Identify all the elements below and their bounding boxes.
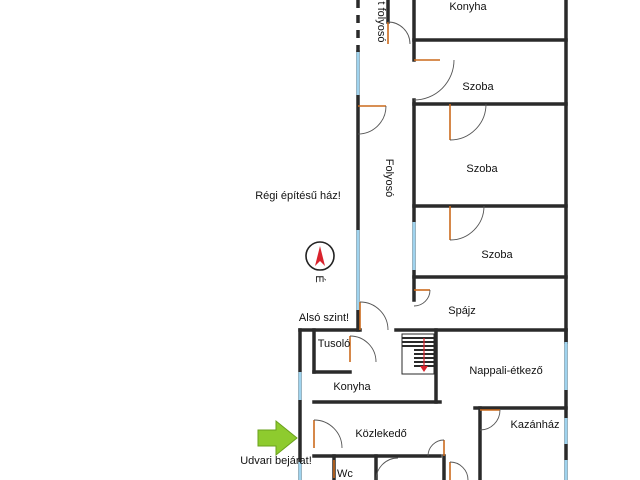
label-corridor: Folyosó — [383, 159, 395, 198]
doors — [313, 21, 501, 480]
label-room-2: Szoba — [466, 163, 498, 175]
label-room-3: Szoba — [481, 249, 513, 261]
green-arrow-icon — [257, 419, 298, 457]
walls — [298, 0, 568, 480]
label-living: Nappali-étkező — [469, 365, 542, 377]
windows — [298, 52, 568, 480]
stairs — [401, 333, 435, 375]
label-shower: Tusoló — [318, 338, 351, 350]
label-hall: Közlekedő — [355, 428, 406, 440]
label-kitchen: Konyha — [333, 381, 371, 393]
label-old-house: Régi építésű ház! — [255, 190, 341, 202]
label-corridor-top: t folyosó — [375, 2, 387, 43]
label-kitchen-top: Konyha — [449, 1, 487, 13]
compass-letter: É — [313, 275, 326, 282]
label-yard-entrance: Udvari bejárat! — [240, 455, 312, 467]
label-wc: Wc — [337, 468, 353, 480]
north-arrow-icon: É — [305, 241, 335, 283]
label-pantry: Spájz — [448, 305, 476, 317]
room-labels: t folyosó Konyha Szoba Szoba Szoba Folyo… — [240, 1, 559, 480]
label-boiler: Kazánház — [511, 419, 560, 431]
label-lower-level: Alsó szint! — [299, 312, 349, 324]
label-room-1: Szoba — [462, 81, 494, 93]
